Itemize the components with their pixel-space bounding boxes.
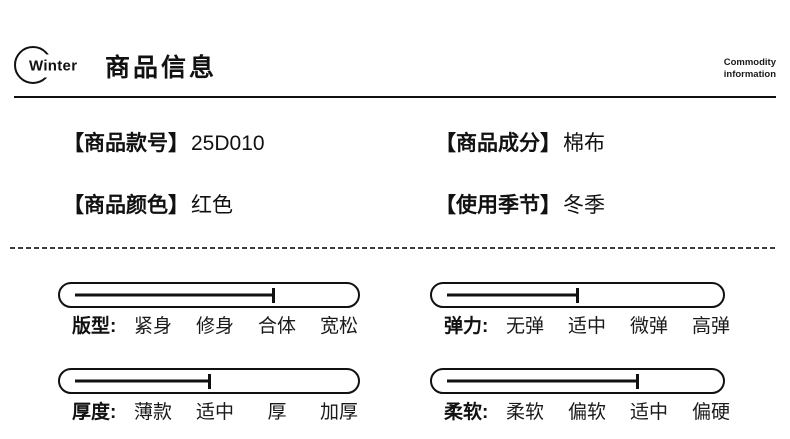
- detail-label: 【商品款号】: [63, 132, 189, 155]
- slider-thickness-name: 厚度:: [72, 402, 117, 423]
- page-title: 商品信息: [105, 54, 218, 82]
- slider-fit: 版型: 紧身 修身 合体 宽松: [58, 282, 360, 338]
- slider-thickness-options: 薄款 适中 厚 加厚: [122, 402, 370, 424]
- slider-track-area: [447, 284, 708, 306]
- slider-fit-labels: 版型: 紧身 修身 合体 宽松: [58, 316, 360, 338]
- slider-track-area: [75, 284, 343, 306]
- detail-item-season: 【使用季节】冬季: [435, 193, 790, 219]
- detail-list: 【商品款号】25D010 【商品成分】棉布 【商品颜色】红色 【使用季节】冬季: [63, 131, 790, 219]
- slider-softness-track: [430, 368, 725, 394]
- subtitle-line-1: Commodity: [723, 57, 776, 69]
- option-label: 紧身: [133, 316, 172, 337]
- slider-softness-indicator: [447, 379, 638, 383]
- slider-thickness-labels: 厚度: 薄款 适中 厚 加厚: [58, 402, 360, 424]
- slider-elasticity: 弹力: 无弹 适中 微弹 高弹: [430, 282, 730, 338]
- option-label: 微弹: [629, 316, 668, 337]
- slider-thickness-track: [58, 368, 360, 394]
- page-subtitle-en: Commodity information: [724, 57, 776, 80]
- option-label: 高弹: [691, 316, 730, 337]
- header: Winter 商品信息 Commodity information: [0, 0, 790, 87]
- detail-label: 【使用季节】: [435, 194, 561, 217]
- slider-fit-name: 版型:: [72, 316, 117, 337]
- option-label: 宽松: [319, 316, 358, 337]
- slider-softness-name: 柔软:: [444, 402, 489, 423]
- slider-fit-track: [58, 282, 360, 308]
- option-label: 适中: [567, 316, 606, 337]
- option-label: 加厚: [319, 402, 358, 423]
- slider-elasticity-labels: 弹力: 无弹 适中 微弹 高弹: [430, 316, 730, 338]
- slider-track-area: [75, 370, 343, 392]
- option-label: 适中: [195, 402, 234, 423]
- slider-track-area: [447, 370, 708, 392]
- slider-elasticity-name: 弹力:: [444, 316, 489, 337]
- detail-item-style-number: 【商品款号】25D010: [63, 131, 435, 157]
- slider-fit-options: 紧身 修身 合体 宽松: [122, 316, 370, 338]
- slider-thickness: 厚度: 薄款 适中 厚 加厚: [58, 368, 360, 424]
- slider-softness-options: 柔软 偏软 适中 偏硬: [494, 402, 742, 424]
- option-label: 厚: [267, 402, 287, 423]
- detail-item-color: 【商品颜色】红色: [63, 193, 435, 219]
- option-label: 修身: [195, 316, 234, 337]
- slider-softness: 柔软: 柔软 偏软 适中 偏硬: [430, 368, 730, 424]
- detail-value: 红色: [191, 194, 233, 217]
- slider-fit-indicator: [75, 293, 274, 297]
- option-label: 薄款: [133, 402, 172, 423]
- dashed-divider: [10, 247, 778, 249]
- slider-softness-labels: 柔软: 柔软 偏软 适中 偏硬: [430, 402, 730, 424]
- option-label: 无弹: [505, 316, 544, 337]
- slider-elasticity-options: 无弹 适中 微弹 高弹: [494, 316, 742, 338]
- detail-value: 冬季: [563, 194, 605, 217]
- option-label: 合体: [257, 316, 296, 337]
- detail-label: 【商品颜色】: [63, 194, 189, 217]
- detail-value: 棉布: [563, 132, 605, 155]
- detail-value: 25D010: [191, 132, 265, 155]
- option-label: 偏硬: [691, 402, 730, 423]
- winter-badge-label: Winter: [27, 54, 80, 78]
- slider-elasticity-indicator: [447, 293, 578, 297]
- detail-label: 【商品成分】: [435, 132, 561, 155]
- winter-badge: Winter: [14, 45, 90, 87]
- subtitle-line-2: information: [723, 69, 776, 80]
- option-label: 偏软: [567, 402, 606, 423]
- attribute-sliders: 版型: 紧身 修身 合体 宽松 弹力: 无弹 适中 微: [58, 282, 790, 424]
- option-label: 柔软: [505, 402, 544, 423]
- header-divider: [14, 96, 776, 98]
- option-label: 适中: [629, 402, 668, 423]
- detail-item-material: 【商品成分】棉布: [435, 131, 790, 157]
- slider-elasticity-track: [430, 282, 725, 308]
- slider-thickness-indicator: [75, 379, 209, 383]
